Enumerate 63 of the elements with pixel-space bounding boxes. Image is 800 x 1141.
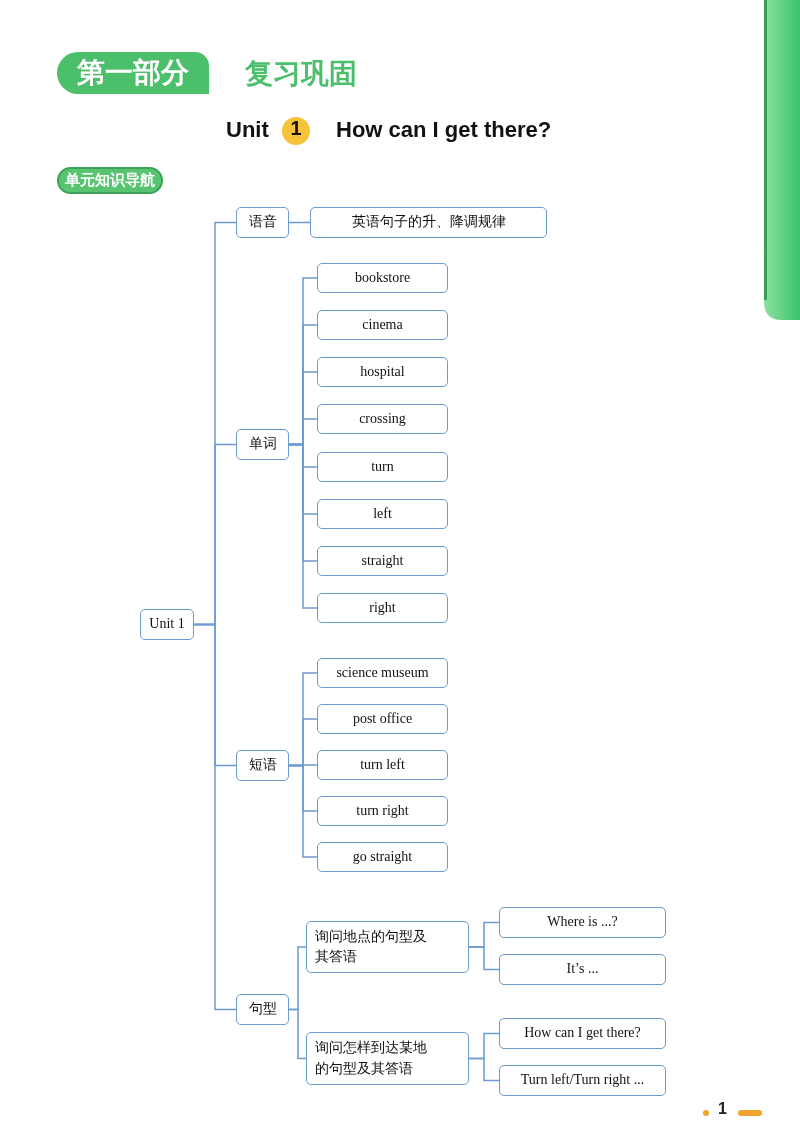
- connector-line: [288, 221, 311, 224]
- topic-text: cinema: [362, 315, 403, 334]
- topic-text: 单词: [248, 435, 277, 454]
- connector-line: [288, 764, 318, 858]
- topic-text: 句型: [248, 1000, 277, 1019]
- topic-text: 英语句子的升、降调规律: [351, 213, 506, 232]
- topic-box: [499, 907, 666, 938]
- topic-text: 短语: [248, 756, 277, 775]
- topic-text: turn: [371, 457, 394, 476]
- topic-box: [317, 452, 448, 482]
- topic-text: go straight: [352, 847, 413, 866]
- unit-number-badge: 1: [282, 117, 310, 145]
- topic-text: turn right: [356, 801, 409, 820]
- topic-box: [236, 994, 289, 1025]
- topic-box: [317, 796, 448, 826]
- topic-box: [317, 546, 448, 576]
- topic-text: How can I get there?: [524, 1024, 641, 1043]
- section-title: 复习巩固: [245, 56, 357, 92]
- topic-text: 询问怎样到达某地的句型及其答语: [315, 1039, 427, 1078]
- topic-text: left: [373, 504, 392, 523]
- topic-box: [317, 357, 448, 387]
- topic-text: Unit 1: [149, 615, 185, 634]
- topic-text: turn left: [360, 755, 405, 774]
- topic-text: crossing: [359, 409, 406, 428]
- topic-box: [236, 207, 289, 238]
- unit-title: How can I get there?: [336, 116, 552, 144]
- topic-box: [317, 750, 448, 780]
- topic-text: It’s ...: [566, 960, 599, 979]
- topic-box: [317, 704, 448, 734]
- connector-line: [468, 946, 500, 971]
- topic-text: post office: [352, 709, 413, 728]
- topic-box: [317, 842, 448, 872]
- topic-text: right: [369, 598, 396, 617]
- topic-box: [140, 609, 194, 640]
- page-number: 1: [718, 1100, 727, 1118]
- unit-heading: Unit: [226, 116, 269, 144]
- topic-text: bookstore: [354, 268, 411, 287]
- connector-line: [468, 1057, 500, 1082]
- topic-text: 询问地点的句型及其答语: [315, 927, 427, 966]
- topic-box: [310, 207, 547, 238]
- connector-line: [288, 1008, 307, 1060]
- topic-text: science museum: [336, 663, 429, 682]
- topic-box: [317, 658, 448, 688]
- topic-text: Turn left/Turn right ...: [520, 1071, 645, 1090]
- topic-box: [317, 499, 448, 529]
- topic-box: [499, 1065, 666, 1096]
- topic-box: [499, 954, 666, 985]
- topic-text: straight: [361, 551, 404, 570]
- topic-box: [499, 1018, 666, 1049]
- topic-box: [306, 921, 469, 973]
- topic-text: hospital: [360, 362, 405, 381]
- section-tab: 第一部分: [57, 52, 209, 94]
- topic-text: 语音: [248, 213, 277, 232]
- topic-box: [236, 429, 289, 460]
- section-badge: 单元知识导航: [57, 167, 163, 194]
- connector-line: [193, 623, 237, 1011]
- topic-text: Where is ...?: [547, 913, 618, 932]
- topic-box: [317, 404, 448, 434]
- topic-box: [306, 1032, 469, 1085]
- topic-box: [236, 750, 289, 781]
- topic-box: [317, 593, 448, 623]
- topic-box: [317, 263, 448, 293]
- topic-box: [317, 310, 448, 340]
